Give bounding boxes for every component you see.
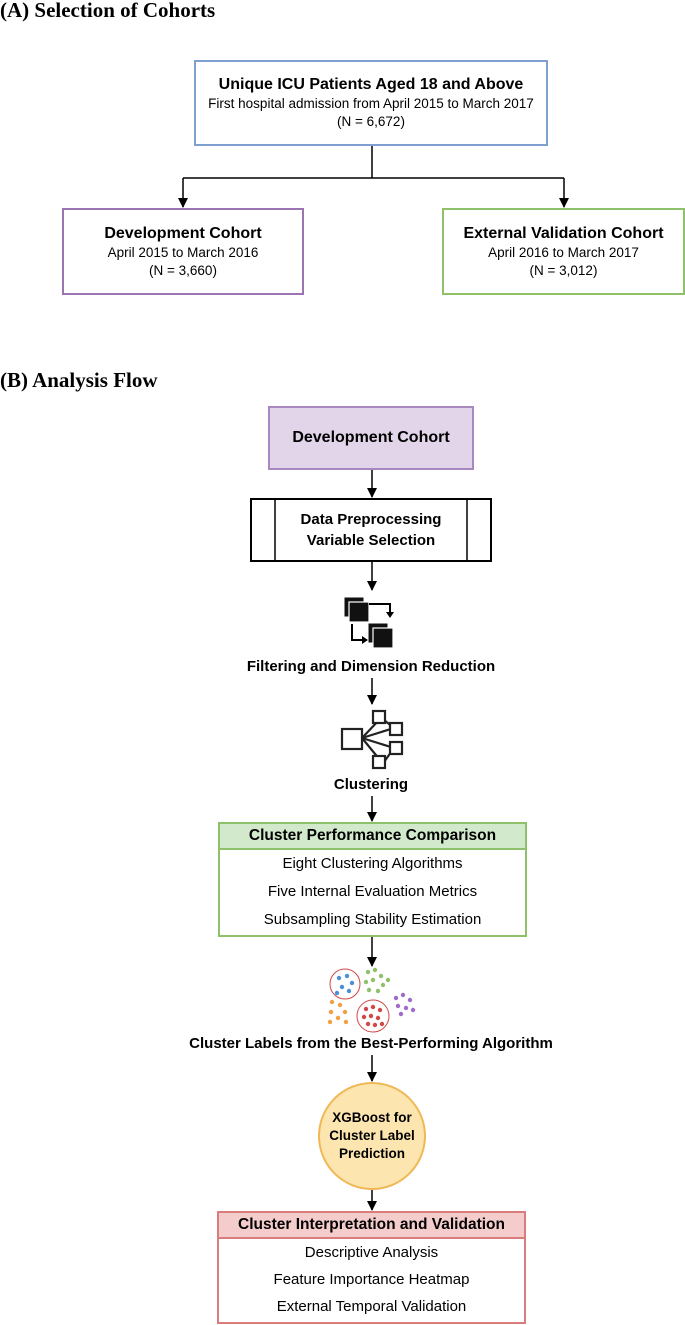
cluster-interpretation-validation-header: Cluster Interpretation and Validation	[219, 1213, 524, 1239]
data-preprocessing-box: Data Preprocessing Variable Selection	[250, 498, 492, 562]
cluster-labels-best-algorithm-label: Cluster Labels from the Best-Performing …	[189, 1035, 553, 1052]
xgboost-line-2: Cluster Label	[329, 1128, 415, 1143]
external-validation-cohort-count: (N = 3,012)	[529, 262, 598, 278]
unique-icu-patients-box: Unique ICU Patients Aged 18 and Above Fi…	[194, 60, 548, 146]
unique-icu-patients-title: Unique ICU Patients Aged 18 and Above	[218, 76, 524, 93]
interpretation-row-temporal: External Temporal Validation	[276, 1298, 467, 1315]
data-preprocessing-label: Data Preprocessing	[300, 511, 442, 528]
development-cohort-count: (N = 3,660)	[149, 262, 217, 278]
external-validation-cohort-period: April 2016 to March 2017	[488, 244, 639, 260]
cluster-interpretation-validation-box: Cluster Interpretation and Validation De…	[217, 1211, 526, 1324]
external-validation-cohort-box: External Validation Cohort April 2016 to…	[442, 208, 685, 295]
cubes-transform-icon	[343, 596, 394, 649]
development-cohort-box: Development Cohort April 2015 to March 2…	[62, 208, 304, 295]
performance-row-stability: Subsampling Stability Estimation	[263, 911, 482, 928]
section-a-title: (A) Selection of Cohorts	[0, 0, 216, 22]
analysis-development-cohort-box: Development Cohort	[268, 406, 474, 470]
variable-selection-label: Variable Selection	[306, 532, 436, 549]
cluster-tree-icon	[340, 709, 404, 770]
section-b-title: (B) Analysis Flow	[0, 368, 158, 392]
analysis-development-cohort-label: Development Cohort	[292, 429, 450, 446]
interpretation-row-descriptive: Descriptive Analysis	[304, 1244, 439, 1261]
cluster-dots-illustration	[327, 967, 416, 1033]
clustering-label: Clustering	[333, 776, 409, 793]
external-validation-cohort-title: External Validation Cohort	[463, 224, 664, 242]
interpretation-row-heatmap: Feature Importance Heatmap	[273, 1271, 470, 1288]
performance-row-metrics: Five Internal Evaluation Metrics	[267, 883, 478, 900]
development-cohort-title: Development Cohort	[104, 224, 262, 242]
xgboost-line-1: XGBoost for	[332, 1110, 412, 1125]
unique-icu-patients-period: First hospital admission from April 2015…	[208, 96, 534, 111]
cluster-performance-comparison-header: Cluster Performance Comparison	[220, 824, 525, 850]
filtering-dimension-reduction-label: Filtering and Dimension Reduction	[246, 658, 496, 675]
unique-icu-patients-count: (N = 6,672)	[337, 114, 405, 129]
performance-row-algorithms: Eight Clustering Algorithms	[282, 855, 463, 872]
cluster-performance-comparison-box: Cluster Performance Comparison Eight Clu…	[218, 822, 527, 937]
xgboost-prediction-circle: XGBoost for Cluster Label Prediction	[318, 1082, 426, 1190]
xgboost-line-3: Prediction	[338, 1146, 405, 1161]
development-cohort-period: April 2015 to March 2016	[107, 244, 259, 260]
